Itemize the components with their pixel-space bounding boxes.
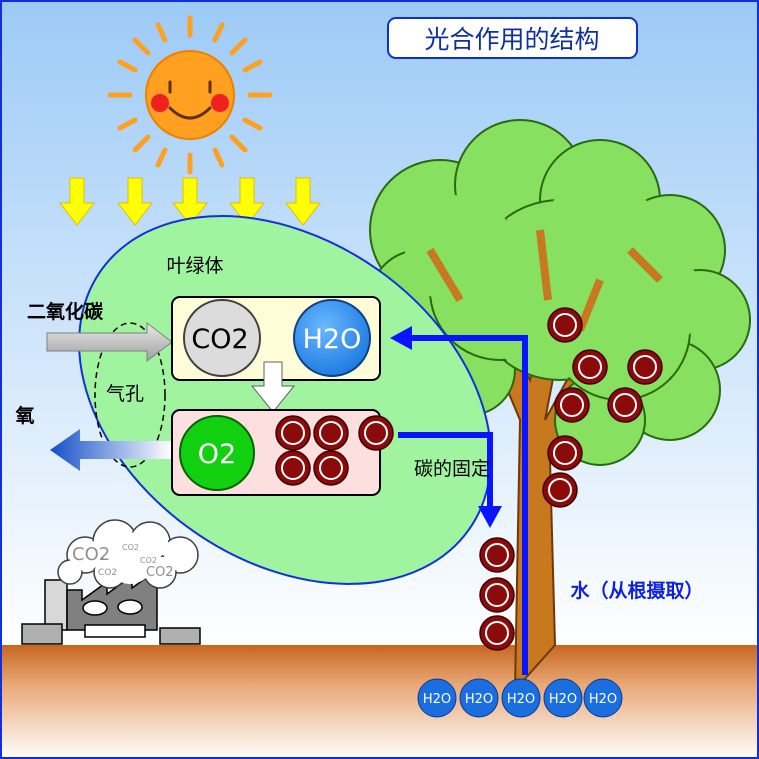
carbon-atom: C: [627, 349, 663, 385]
carbon-label: C: [558, 313, 573, 337]
oxygen-release-arrow: [50, 429, 172, 471]
o2-label: O2: [198, 439, 236, 470]
root-water-label: H2O: [589, 692, 617, 707]
co2-intake-arrow: [46, 321, 173, 363]
carbon-label: C: [324, 456, 339, 480]
carbon-atom: C: [479, 537, 515, 573]
co2-molecule: [183, 299, 261, 377]
oxygen-label: 氧: [15, 404, 34, 427]
root-water-label: H2O: [423, 692, 451, 707]
carbon-label: C: [324, 421, 339, 445]
carbon-label: C: [565, 393, 580, 417]
h2o-molecule: [293, 299, 371, 377]
carbon-label: C: [490, 621, 505, 645]
carbon-flow-line: [398, 432, 493, 510]
carbon-label: C: [558, 441, 573, 465]
carbon-atom: C: [275, 450, 311, 486]
stoma: [94, 322, 166, 468]
carbon-atom: C: [572, 349, 608, 385]
carbon-atom: C: [313, 415, 349, 451]
carbon-label: C: [583, 355, 598, 379]
smoke-co2-label: CO2: [98, 568, 117, 578]
carbon-atom: C: [313, 450, 349, 486]
sunlight-arrows: [58, 177, 322, 226]
carbon-flow-arrowhead: [478, 506, 502, 528]
carbon-label: C: [286, 456, 301, 480]
carbon-label: C: [638, 355, 653, 379]
carbon-label: C: [286, 421, 301, 445]
carbon-atom: C: [547, 435, 583, 471]
carbon-atom: C: [542, 472, 578, 508]
factory-icon: CO2 CO2 CO2 CO2 CO2: [21, 519, 201, 645]
carbon-label: C: [553, 478, 568, 502]
water-flow-line: [410, 335, 528, 675]
root-water-molecule: H2O: [543, 678, 583, 718]
root-water-label: H2O: [465, 692, 493, 707]
root-water-molecule: H2O: [501, 678, 541, 718]
smoke-co2-label: CO2: [140, 556, 157, 565]
carbon-atom: C: [547, 307, 583, 343]
carbon-label: C: [369, 421, 384, 445]
root-water-label: H2O: [507, 692, 535, 707]
carbon-label: C: [618, 393, 633, 417]
carbon-fixation-label: 碳的固定: [414, 458, 490, 480]
o2-molecule: [179, 415, 255, 491]
smoke-cloud: [57, 519, 199, 589]
carbon-label: C: [490, 543, 505, 567]
title-box: 光合作用的结构: [387, 17, 638, 59]
carbon-atom: C: [275, 415, 311, 451]
smoke-co2-label: CO2: [146, 565, 174, 580]
root-water-label: H2O: [549, 692, 577, 707]
carbon-atom: C: [358, 415, 394, 451]
root-water-molecule: H2O: [583, 678, 623, 718]
carbon-atom: C: [479, 577, 515, 613]
water-label: 水（从根摄取）: [570, 579, 703, 602]
reaction-arrow: [250, 361, 296, 413]
smoke-co2-label: CO2: [122, 543, 139, 552]
stoma-label: 气孔: [106, 383, 144, 405]
ground: [0, 645, 759, 759]
co2-intake-label: 二氧化碳: [27, 300, 104, 323]
root-water-molecule: H2O: [459, 678, 499, 718]
page-title: 光合作用的结构: [424, 25, 599, 54]
smoke-co2-label: CO2: [72, 544, 110, 565]
carbon-atom: C: [479, 615, 515, 651]
h2o-label: H2O: [303, 324, 362, 355]
co2-label: CO2: [191, 324, 248, 355]
chloroplast-label: 叶绿体: [166, 255, 223, 277]
root-water-molecule: H2O: [417, 678, 457, 718]
carbon-label: C: [490, 583, 505, 607]
carbon-atom: C: [554, 387, 590, 423]
carbon-atom: C: [607, 387, 643, 423]
water-flow-arrowhead: [390, 326, 412, 350]
sun-icon: [107, 15, 273, 175]
root-water-molecules: H2O H2O H2O H2O H2O: [417, 678, 623, 718]
